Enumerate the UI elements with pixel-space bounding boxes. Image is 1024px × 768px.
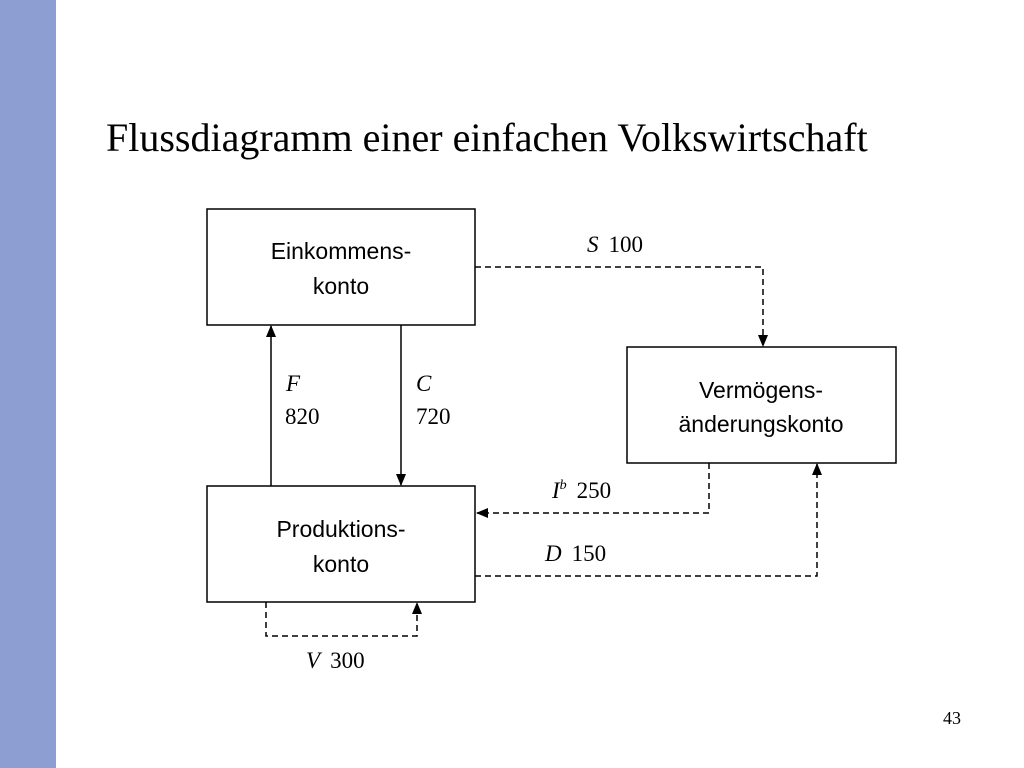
- node-produktionskonto-line1: Produktions-: [276, 516, 405, 542]
- slide-accent-bar: [0, 0, 56, 768]
- flow-symbol-V: V: [306, 648, 323, 673]
- flow-symbol-C: C: [416, 371, 432, 396]
- flow-label-D: D 150: [544, 541, 606, 566]
- node-produktionskonto: Produktions- konto: [206, 485, 476, 603]
- flow-value-D: 150: [572, 541, 607, 566]
- node-vermoegensaenderungskonto: Vermögens- änderungskonto: [626, 346, 897, 464]
- flow-value-V: 300: [330, 648, 365, 673]
- flow-superscript-Ib: b: [560, 478, 567, 493]
- slide-title: Flussdiagramm einer einfachen Volkswirts…: [106, 115, 868, 160]
- node-produktionskonto-line2: konto: [313, 551, 369, 577]
- node-einkommenskonto: Einkommens- konto: [206, 208, 476, 326]
- flow-symbol-Ib: I: [551, 478, 561, 503]
- node-einkommenskonto-line2: konto: [313, 273, 369, 299]
- flow-symbol-D: D: [544, 541, 562, 566]
- node-vermoegensaenderungskonto-line1: Vermögens-: [699, 377, 823, 403]
- flow-value-S: 100: [609, 232, 644, 257]
- flow-label-S: S 100: [587, 232, 643, 257]
- flow-arrow-V: [265, 602, 422, 637]
- flow-value-C: 720: [416, 404, 451, 429]
- node-vermoegensaenderungskonto-line2: änderungskonto: [679, 411, 844, 437]
- flow-arrow-Ib: [476, 463, 710, 518]
- flow-arrow-D: [475, 463, 822, 577]
- page-number: 43: [943, 708, 961, 728]
- flow-symbol-F: F: [285, 371, 301, 396]
- flow-symbol-S: S: [587, 232, 599, 257]
- flow-label-Ib: Ib 250: [551, 478, 611, 503]
- flow-label-V: V 300: [306, 648, 365, 673]
- node-einkommenskonto-line1: Einkommens-: [271, 238, 412, 264]
- flow-value-F: 820: [285, 404, 320, 429]
- flow-value-Ib: 250: [577, 478, 612, 503]
- flow-arrow-S: [475, 266, 768, 347]
